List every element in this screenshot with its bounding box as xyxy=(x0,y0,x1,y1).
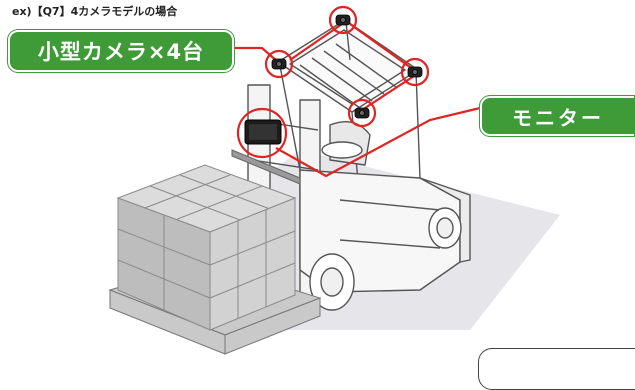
bottom-right-box xyxy=(478,348,635,390)
camera-circle-right xyxy=(400,57,430,87)
stacked-boxes xyxy=(116,164,297,331)
camera-circle-top xyxy=(328,5,358,35)
monitor-icon xyxy=(244,119,282,145)
camera-highlights xyxy=(236,5,430,159)
caption-text: ex)【Q7】4カメラモデルの場合 xyxy=(12,5,178,18)
forklift-illustration xyxy=(108,5,560,355)
camera-circle-front xyxy=(347,98,377,128)
camera-icon xyxy=(354,107,370,119)
forks xyxy=(231,149,301,185)
camera-icon xyxy=(407,66,423,78)
monitor-label-badge: モニター xyxy=(480,96,634,136)
camera-circle-left xyxy=(264,49,294,79)
camera-icon xyxy=(335,14,351,26)
callout-lines xyxy=(230,23,481,178)
cameras-label-badge: 小型カメラ×4台 xyxy=(8,30,234,72)
cameras xyxy=(271,14,423,119)
forklift-illustration-stage: ex)【Q7】4カメラモデルの場合 小型カメラ×4台 モニター xyxy=(8,5,635,390)
camera-icon xyxy=(271,58,287,70)
monitor-circle xyxy=(236,107,288,159)
